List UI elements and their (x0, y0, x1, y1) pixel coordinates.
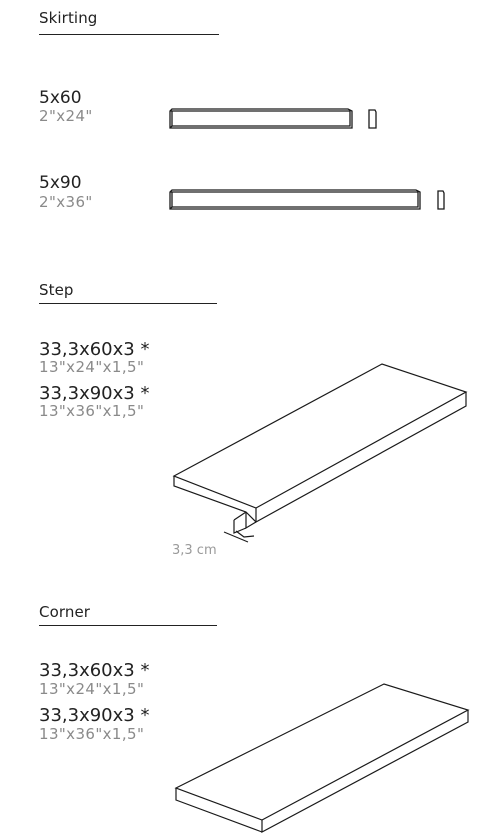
step-60-metric-size: 33,3x60x3 * (39, 339, 150, 360)
step-tile-icon (172, 363, 468, 543)
skirting-section-title: Skirting (39, 9, 98, 27)
corner-60-imperial-size: 13"x24"x1,5" (39, 680, 145, 698)
step-90-imperial-size: 13"x36"x1,5" (39, 402, 145, 420)
corner-section-title: Corner (39, 603, 91, 621)
corner-60-metric-size: 33,3x60x3 * (39, 660, 150, 681)
skirting-60-profile-icon (169, 108, 377, 129)
skirting-90-metric-size: 5x90 (39, 173, 82, 193)
step-60-imperial-size: 13"x24"x1,5" (39, 358, 145, 376)
step-section-title: Step (39, 281, 74, 299)
corner-90-imperial-size: 13"x36"x1,5" (39, 725, 145, 743)
skirting-section-divider (39, 34, 219, 35)
skirting-60-metric-size: 5x60 (39, 88, 82, 108)
skirting-90-profile-icon (169, 189, 445, 210)
corner-90-metric-size: 33,3x90x3 * (39, 705, 150, 726)
step-90-metric-size: 33,3x90x3 * (39, 383, 150, 404)
corner-section-divider (39, 625, 217, 626)
skirting-60-imperial-size: 2"x24" (39, 107, 93, 125)
step-section-divider (39, 303, 217, 304)
corner-tile-icon (174, 683, 470, 834)
skirting-90-imperial-size: 2"x36" (39, 193, 93, 211)
step-nose-dimension-label: 3,3 cm (172, 543, 217, 558)
